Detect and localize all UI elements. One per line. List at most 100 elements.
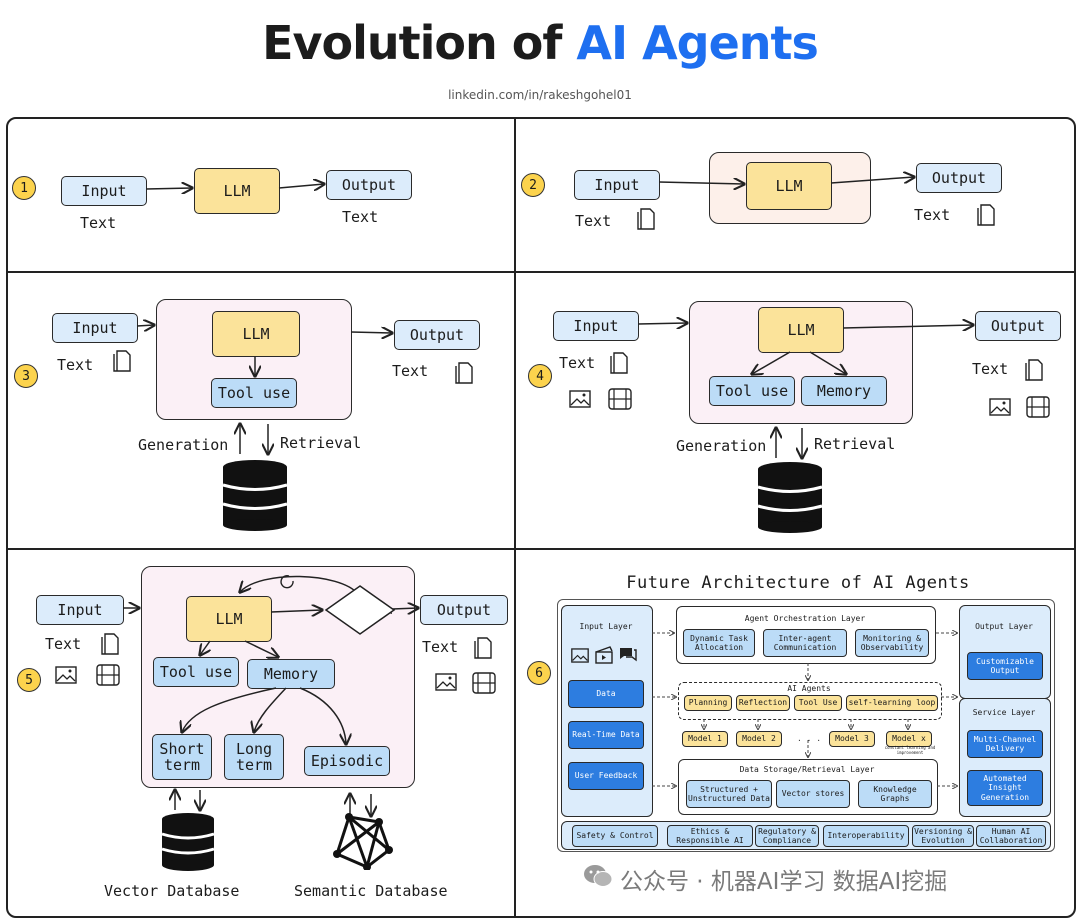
input-layer-title: Input Layer [579, 622, 633, 631]
input-type-label: Text [80, 214, 117, 232]
insight-item: Automated Insight Generation [967, 770, 1043, 806]
ai-agents-layer [678, 682, 942, 720]
ai-agents-title: AI Agents [787, 684, 831, 693]
output-type-label: Text [342, 208, 379, 226]
document-icon [101, 633, 119, 655]
service-layer-title: Service Layer [972, 708, 1036, 717]
image-icon [571, 648, 589, 663]
output-node: Output [420, 595, 508, 625]
llm-node: LLM [186, 596, 272, 642]
interop-item: Interoperability [823, 825, 909, 847]
orch-task-item: Dynamic Task Allocation [683, 629, 755, 657]
input-type-label: Text [45, 635, 82, 653]
input-type-label: Text [57, 356, 94, 374]
video-icon [1026, 396, 1050, 418]
orchestration-title: Agent Orchestration Layer [744, 614, 866, 623]
retrieval-label: Retrieval [280, 434, 362, 452]
page-title: Evolution of AI Agents [262, 16, 819, 70]
semantic-database-icon [333, 813, 393, 870]
vector-database-label: Vector Database [104, 882, 240, 900]
model-x-item: Model x [886, 731, 932, 747]
input-node: Input [36, 595, 124, 625]
output-type-label: Text [422, 638, 459, 656]
input-node: Input [553, 311, 639, 341]
llm-node: LLM [746, 162, 832, 210]
architecture-frame [557, 599, 1055, 852]
agent-selflearn-item: self-learning loop [846, 695, 938, 711]
llm-node: LLM [758, 307, 844, 353]
database-icon [757, 462, 823, 533]
long-term-node: Long term [224, 734, 284, 780]
input-type-label: Text [575, 212, 612, 230]
document-icon [637, 208, 655, 230]
document-icon [977, 204, 995, 226]
output-node: Output [975, 311, 1061, 341]
image-icon [989, 398, 1011, 416]
storage-structured-item: Structured + Unstructured Data [686, 780, 772, 808]
step-badge: 4 [528, 364, 552, 388]
output-type-label: Text [972, 360, 1009, 378]
input-node: Input [574, 170, 660, 200]
document-icon [113, 350, 131, 372]
memory-node: Memory [247, 659, 335, 689]
image-icon [55, 666, 77, 684]
subtitle: linkedin.com/in/rakeshgohel01 [448, 88, 632, 102]
agent-planning-item: Planning [684, 695, 732, 711]
decision-label: Decision [335, 603, 393, 617]
retrieval-label: Retrieval [814, 435, 896, 453]
output-node: Output [326, 170, 412, 200]
episodic-node: Episodic [304, 746, 390, 776]
input-node: Input [52, 313, 138, 343]
document-icon [474, 637, 492, 659]
image-icon [435, 673, 457, 691]
storage-graphs-item: Knowledge Graphs [858, 780, 932, 808]
llm-node: LLM [212, 311, 300, 357]
orch-comm-item: Inter-agent Communication [763, 629, 847, 657]
generation-label: Generation [138, 436, 229, 454]
semantic-database-label: Semantic Database [294, 882, 448, 900]
output-node: Output [394, 320, 480, 350]
step-badge: 1 [12, 176, 36, 200]
input-realtime-item: Real-Time Data [568, 721, 644, 749]
storage-layer [678, 759, 938, 815]
human-ai-item: Human AI Collaboration [976, 825, 1046, 847]
customizable-output-item: Customizable Output [967, 652, 1043, 680]
output-node: Output [916, 163, 1002, 193]
document-icon [1025, 359, 1043, 381]
model-3-item: Model 3 [829, 731, 875, 747]
video-clapper-icon [595, 646, 613, 664]
model-1-item: Model 1 [682, 731, 728, 747]
multichannel-item: Multi-Channel Delivery [967, 730, 1043, 758]
input-data-item: Data [568, 680, 644, 708]
document-icon [610, 352, 628, 374]
vector-database-icon [161, 813, 215, 871]
orch-monitor-item: Monitoring & Observability [855, 629, 929, 657]
regulatory-item: Regulatory & Compliance [755, 825, 819, 847]
memory-node: Memory [801, 376, 887, 406]
agent-reflection-item: Reflection [736, 695, 790, 711]
video-icon [608, 388, 632, 410]
output-type-label: Text [392, 362, 429, 380]
input-node: Input [61, 176, 147, 206]
future-architecture-heading: Future Architecture of AI Agents [626, 573, 970, 593]
tool-use-node: Tool use [211, 378, 297, 408]
input-type-label: Text [559, 354, 596, 372]
model-note: constant learning and improvement [884, 745, 936, 755]
step-badge: 3 [14, 364, 38, 388]
step-badge: 2 [521, 173, 545, 197]
step-badge: 5 [17, 668, 41, 692]
generation-label: Generation [676, 437, 767, 455]
chat-icon [620, 648, 637, 662]
image-icon [569, 390, 591, 408]
step-badge: 6 [527, 661, 551, 685]
llm-node: LLM [194, 168, 280, 214]
tool-use-node: Tool use [709, 376, 795, 406]
versioning-item: Versioning & Evolution [912, 825, 974, 847]
wechat-icon [584, 865, 613, 887]
agent-tooluse-item: Tool Use [794, 695, 842, 711]
storage-title: Data Storage/Retrieval Layer [739, 765, 875, 774]
input-feedback-item: User Feedback [568, 762, 644, 790]
tool-use-node: Tool use [153, 657, 239, 687]
database-icon [222, 460, 288, 531]
short-term-node: Short term [152, 734, 212, 780]
